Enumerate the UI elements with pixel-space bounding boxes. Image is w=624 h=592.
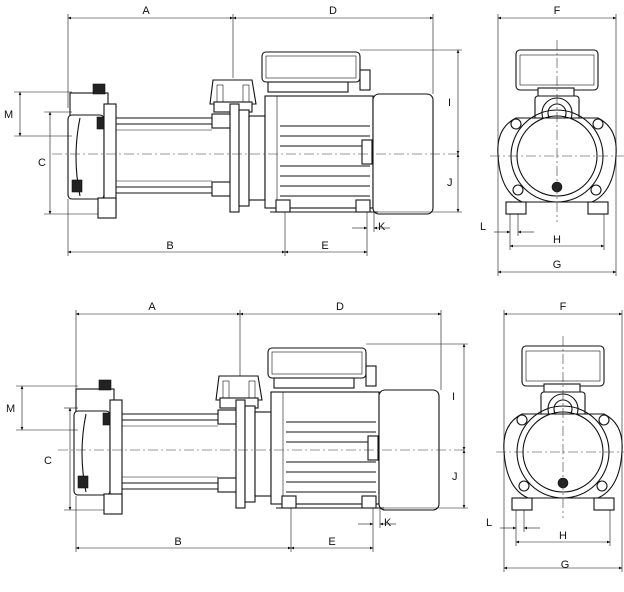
- label-G: G: [561, 559, 570, 571]
- bottom-dimension-lines: [16, 310, 623, 572]
- label-D: D: [329, 5, 337, 17]
- label-L: L: [486, 517, 492, 529]
- label-D: D: [336, 301, 344, 313]
- top-side-view: [51, 51, 459, 219]
- label-B: B: [174, 536, 181, 548]
- label-A: A: [148, 301, 156, 313]
- label-C: C: [38, 157, 46, 169]
- label-F: F: [560, 301, 567, 313]
- label-I: I: [448, 97, 451, 109]
- label-H: H: [553, 234, 561, 246]
- bottom-side-view: [57, 347, 465, 515]
- bottom-end-view: [495, 335, 624, 519]
- label-K: K: [378, 221, 386, 233]
- label-I: I: [452, 391, 455, 403]
- label-L: L: [480, 221, 486, 233]
- label-J: J: [447, 177, 453, 189]
- top-end-view: [489, 39, 624, 223]
- label-C: C: [44, 455, 52, 467]
- label-H: H: [559, 530, 567, 542]
- label-J: J: [452, 471, 458, 483]
- label-B: B: [166, 240, 173, 252]
- label-M: M: [6, 403, 15, 415]
- label-A: A: [142, 5, 150, 17]
- label-G: G: [553, 259, 562, 271]
- bottom-dimension-labels: A D M C I J K B E F L H G: [6, 301, 569, 571]
- label-M: M: [4, 109, 13, 121]
- label-F: F: [554, 5, 561, 17]
- label-K: K: [384, 517, 392, 529]
- top-dimension-lines: [14, 14, 617, 276]
- label-E: E: [328, 536, 335, 548]
- top-dimension-labels: A D M C I J K B E F L H G: [4, 5, 561, 271]
- label-E: E: [321, 240, 328, 252]
